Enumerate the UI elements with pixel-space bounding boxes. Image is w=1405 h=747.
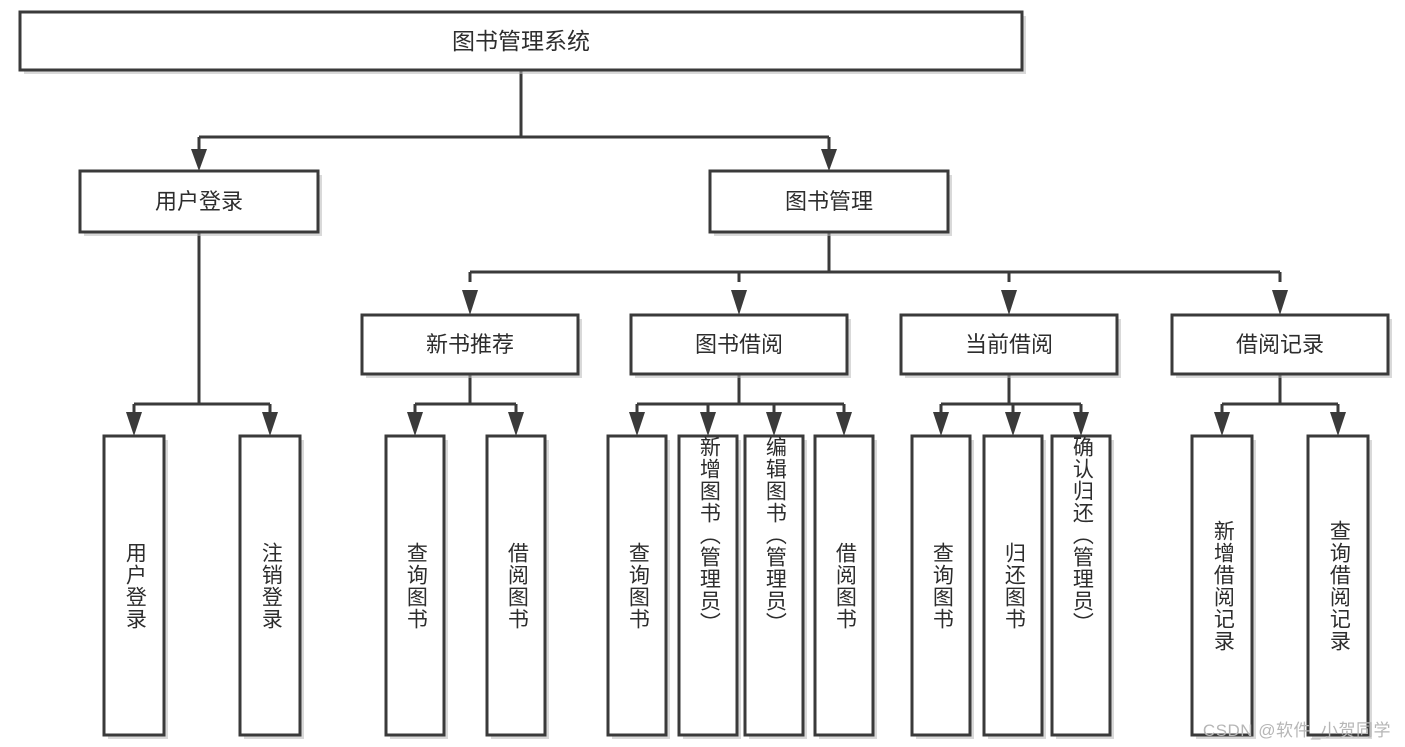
arrow-to-leaf-borrow-book-2	[836, 412, 852, 436]
arrow-to-leaf-logout	[262, 412, 278, 436]
connector-bookmanage-bus	[468, 232, 1282, 282]
arrow-to-user-login	[191, 149, 207, 171]
arrow-to-leaf-query-record	[1330, 412, 1346, 436]
leaf-layer	[102, 434, 1372, 739]
node-book-manage[interactable]: 图书管理	[708, 169, 952, 236]
root-label: 图书管理系统	[452, 28, 590, 54]
node-new-book-rec[interactable]: 新书推荐	[360, 313, 582, 378]
new-book-rec-box[interactable]	[360, 313, 580, 376]
arrow-to-leaf-query-book-2	[629, 412, 645, 436]
arrow-to-current-borrow	[1001, 290, 1017, 315]
csdn-watermark: CSDN @软件_小贺同学	[1202, 721, 1391, 740]
new-book-rec-label: 新书推荐	[426, 332, 514, 357]
arrow-to-leaf-query-book-3	[933, 412, 949, 436]
leaf-user-login-box[interactable]	[102, 434, 166, 737]
arrow-to-leaf-edit-book	[766, 412, 782, 436]
arrow-to-leaf-add-book	[700, 412, 716, 436]
leaf-return-book-box[interactable]	[982, 434, 1044, 737]
node-root[interactable]: 图书管理系统	[18, 10, 1026, 74]
connector-newbook-bus	[413, 374, 518, 414]
leaf-query-book-1-box[interactable]	[384, 434, 446, 737]
node-current-borrow[interactable]: 当前借阅	[899, 313, 1121, 378]
connector-userlogin-bus	[132, 232, 272, 414]
arrow-to-leaf-query-book-1	[407, 412, 423, 436]
borrow-record-label: 借阅记录	[1236, 332, 1324, 357]
leaf-borrow-book-2-box[interactable]	[813, 434, 875, 737]
leaf-add-record-box[interactable]	[1190, 434, 1254, 737]
connector-borrowrecord-bus	[1220, 374, 1340, 414]
leaf-edit-book-box[interactable]	[743, 434, 805, 737]
leaf-query-record-box[interactable]	[1306, 434, 1370, 737]
arrow-to-book-manage	[821, 149, 837, 171]
arrow-to-borrow-record	[1272, 290, 1288, 315]
leaf-query-book-3-box[interactable]	[910, 434, 972, 737]
current-borrow-box[interactable]	[899, 313, 1119, 376]
connector-bookborrow-bus	[635, 374, 846, 414]
book-manage-box[interactable]	[708, 169, 950, 234]
connector-root-bus	[197, 70, 831, 160]
current-borrow-label: 当前借阅	[965, 332, 1053, 357]
arrow-to-leaf-add-record	[1214, 412, 1230, 436]
node-borrow-record[interactable]: 借阅记录	[1170, 313, 1392, 378]
arrow-to-leaf-user-login	[126, 412, 142, 436]
connector-currentborrow-bus	[939, 374, 1083, 414]
leaf-borrow-book-1-box[interactable]	[485, 434, 547, 737]
leaf-query-book-2-box[interactable]	[606, 434, 668, 737]
root-box[interactable]	[18, 10, 1024, 72]
user-login-label: 用户登录	[155, 189, 243, 214]
book-borrow-label: 图书借阅	[695, 332, 783, 357]
connector-layer	[126, 70, 1346, 436]
arrow-to-book-borrow	[731, 290, 747, 315]
arrow-to-new-book-rec	[462, 290, 478, 315]
book-borrow-box[interactable]	[629, 313, 849, 376]
arrow-to-leaf-confirm-return	[1073, 412, 1089, 436]
arrow-to-leaf-return-book	[1005, 412, 1021, 436]
leaf-add-book-box[interactable]	[677, 434, 739, 737]
arrow-to-leaf-borrow-book-1	[508, 412, 524, 436]
book-manage-label: 图书管理	[785, 189, 873, 214]
node-book-borrow[interactable]: 图书借阅	[629, 313, 851, 378]
leaf-confirm-return-box[interactable]	[1050, 434, 1112, 737]
borrow-record-box[interactable]	[1170, 313, 1390, 376]
node-user-login[interactable]: 用户登录	[78, 169, 322, 236]
user-login-box[interactable]	[78, 169, 320, 234]
leaf-logout-box[interactable]	[238, 434, 302, 737]
